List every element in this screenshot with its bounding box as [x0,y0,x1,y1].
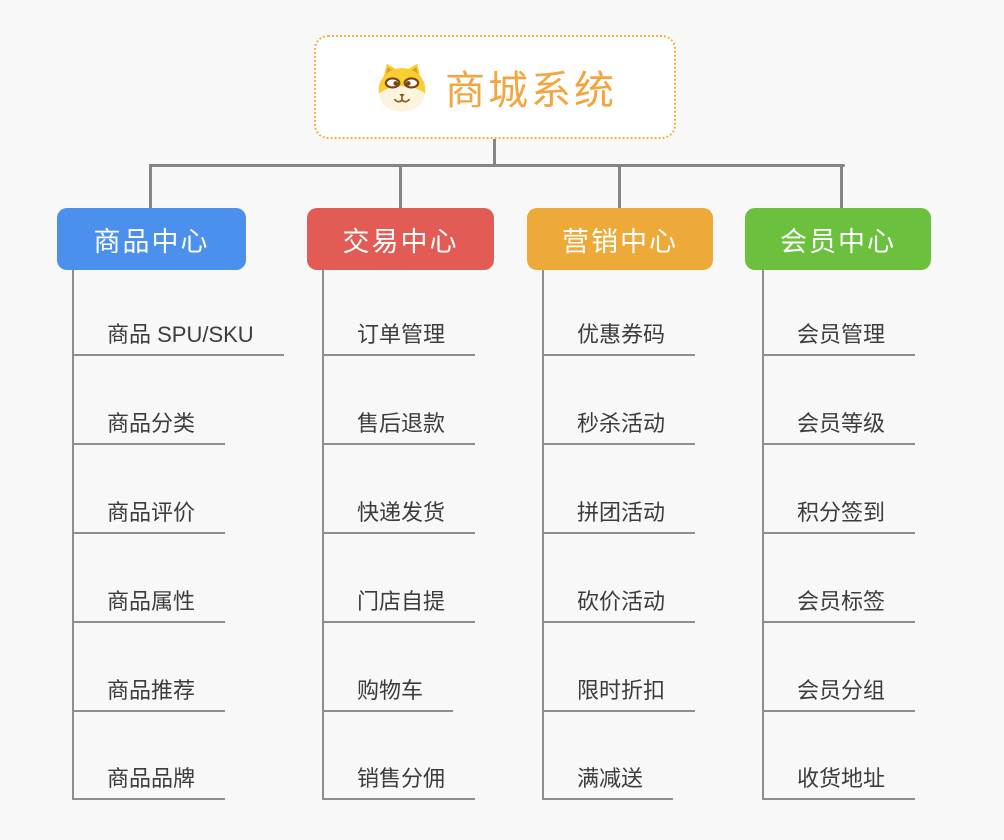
leaf-node[interactable]: 收货地址 [762,762,916,800]
leaf-node[interactable]: 销售分佣 [322,762,476,800]
leaf-node[interactable]: 商品分类 [72,407,226,445]
leaf-node[interactable]: 满减送 [542,762,674,800]
branch-node-marketing-center[interactable]: 营销中心 [527,208,713,270]
trunk-product-center [72,270,74,800]
leaf-node[interactable]: 拼团活动 [542,496,696,534]
leaf-node[interactable]: 限时折扣 [542,674,696,712]
root-node[interactable]: 商城系统 [314,35,676,139]
root-title: 商城系统 [445,69,617,113]
leaf-node[interactable]: 商品属性 [72,585,226,623]
leaf-node[interactable]: 优惠券码 [542,318,696,356]
trunk-member-center [762,270,764,800]
connector-drop-marketing [618,164,621,210]
connector-drop-trade [399,164,402,210]
leaf-node[interactable]: 会员分组 [762,674,916,712]
connector-drop-product [149,164,152,210]
leaf-node[interactable]: 会员等级 [762,407,916,445]
branch-label: 商品中心 [93,226,210,257]
leaf-node[interactable]: 积分签到 [762,496,916,534]
leaf-node[interactable]: 砍价活动 [542,585,696,623]
connector-horizontal [149,164,845,167]
branch-node-product-center[interactable]: 商品中心 [57,208,246,270]
leaf-node[interactable]: 商品评价 [72,496,226,534]
trunk-marketing-center [542,270,544,800]
leaf-node[interactable]: 门店自提 [322,585,476,623]
leaf-node[interactable]: 快递发货 [322,496,476,534]
leaf-node[interactable]: 会员标签 [762,585,916,623]
connector-root-trunk [493,139,496,166]
connector-drop-member [840,164,843,210]
leaf-node[interactable]: 售后退款 [322,407,476,445]
leaf-node[interactable]: 订单管理 [322,318,476,356]
leaf-node[interactable]: 购物车 [322,674,454,712]
leaf-node[interactable]: 会员管理 [762,318,916,356]
leaf-node[interactable]: 商品 SPU/SKU [72,318,284,356]
leaf-node[interactable]: 商品推荐 [72,674,226,712]
branch-label: 交易中心 [342,226,459,257]
branch-label: 营销中心 [562,226,678,257]
branch-node-trade-center[interactable]: 交易中心 [307,208,494,270]
shiba-dog-icon [373,61,431,113]
branch-label: 会员中心 [780,226,896,257]
branch-node-member-center[interactable]: 会员中心 [745,208,931,270]
leaf-node[interactable]: 秒杀活动 [542,407,696,445]
leaf-node[interactable]: 商品品牌 [72,762,226,800]
trunk-trade-center [322,270,324,800]
